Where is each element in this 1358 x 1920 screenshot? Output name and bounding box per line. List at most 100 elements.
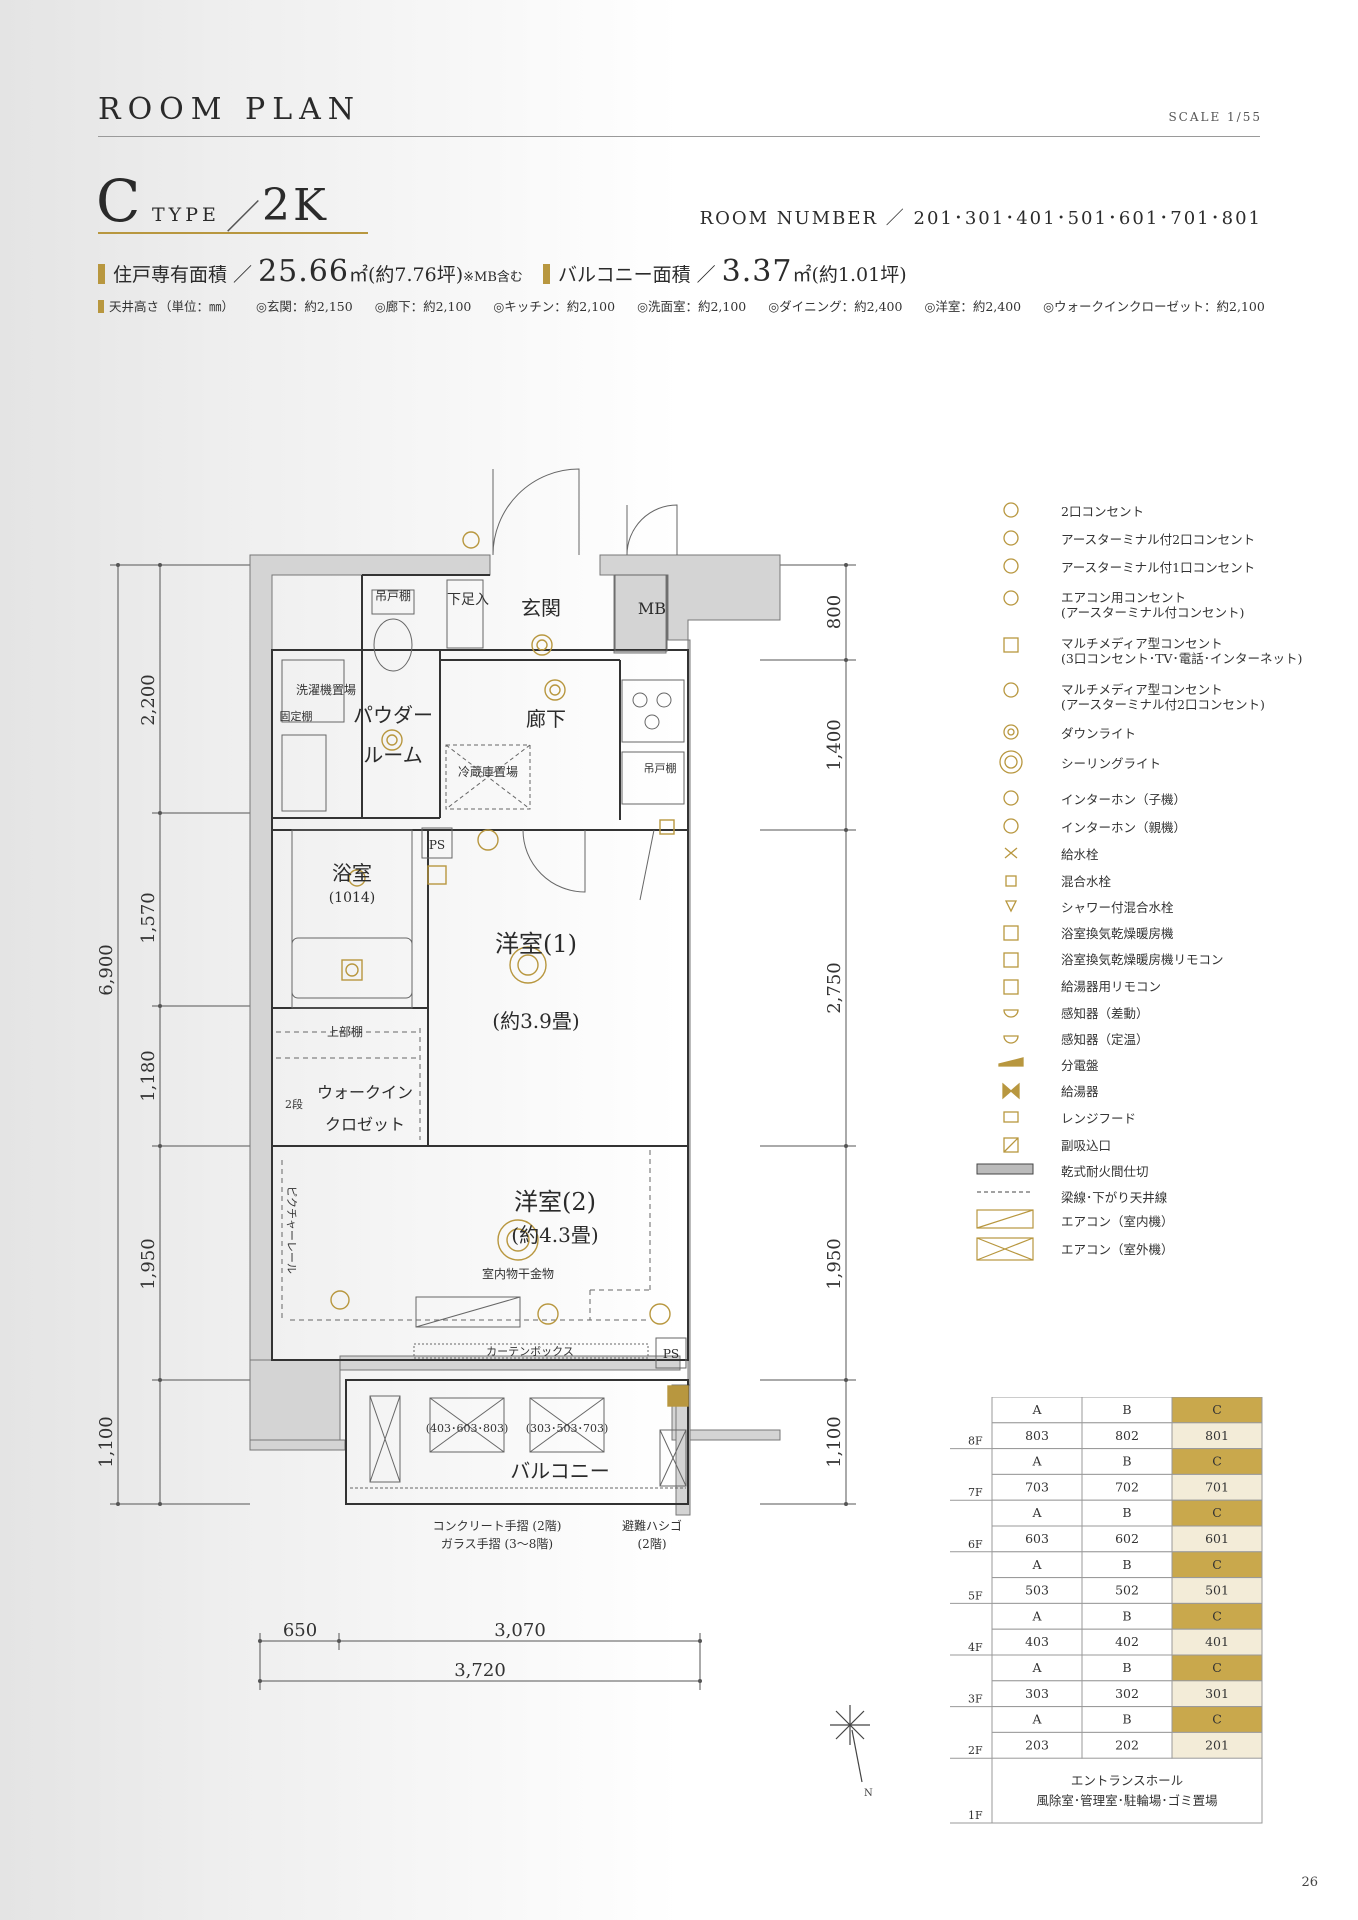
floor-cell bbox=[1081, 1448, 1173, 1475]
water-heater-remote-icon bbox=[1003, 979, 1019, 995]
water-heater-icon bbox=[1002, 1082, 1020, 1100]
legend-item: シーリングライト bbox=[1061, 756, 1162, 771]
floor-cell bbox=[1081, 1731, 1173, 1759]
type-slash: ／ bbox=[226, 198, 260, 238]
floor-cell bbox=[1171, 1525, 1263, 1553]
floor-unit: 603 bbox=[1025, 1531, 1049, 1546]
floor-unit: 201 bbox=[1205, 1737, 1229, 1752]
dim-right-4: 1,950 bbox=[824, 1238, 845, 1290]
floor-cell bbox=[1081, 1577, 1173, 1604]
dim-bottom-total: 3,720 bbox=[454, 1660, 506, 1681]
legend-item: アースターミナル付2口コンセント bbox=[1061, 532, 1256, 547]
floor-cell bbox=[1171, 1602, 1263, 1630]
room-label-yoshitsu-2: 洋室(2) bbox=[514, 1188, 596, 1216]
panel-icon bbox=[998, 1057, 1024, 1067]
dwelling-area-note: ※MB含む bbox=[463, 270, 523, 285]
ceiling-item: ◎洗面室：約2,100 bbox=[637, 299, 747, 314]
label-hashigo-1: 避難ハシゴ bbox=[622, 1518, 682, 1533]
floor-cell bbox=[1081, 1525, 1173, 1553]
multimedia-3-icon bbox=[1003, 637, 1019, 653]
shower-tap-icon bbox=[1004, 900, 1018, 913]
legend-item: 給湯器 bbox=[1061, 1084, 1099, 1099]
room-number-list: ROOM NUMBER ／ 201･301･401･501･601･701･80… bbox=[699, 208, 1262, 229]
legend-item: レンジフード bbox=[1061, 1111, 1137, 1126]
room-label-mb: MB bbox=[638, 599, 666, 618]
range-hood-icon bbox=[1003, 1111, 1019, 1123]
floor-col-header: B bbox=[1122, 1608, 1131, 1623]
legend-icons bbox=[976, 502, 1034, 1261]
header-divider bbox=[98, 136, 1260, 137]
legend-item: インターホン（子機） bbox=[1061, 792, 1187, 807]
fire-partition-icon bbox=[976, 1163, 1034, 1175]
area-row: 住戸専有面積 ／ 25.66㎡(約7.76坪)※MB含む バルコニー面積 ／ 3… bbox=[98, 254, 907, 289]
legend-item: 乾式耐火間仕切 bbox=[1061, 1164, 1149, 1179]
floor-label: 3F bbox=[968, 1693, 983, 1706]
legend-item: 浴室換気乾燥暖房機 bbox=[1061, 926, 1174, 941]
label-nidan: 2段 bbox=[285, 1097, 303, 1111]
type-layout: 2K bbox=[262, 180, 329, 231]
floor-unit: 501 bbox=[1205, 1583, 1229, 1598]
floor-col-header: C bbox=[1212, 1505, 1222, 1520]
floor-col-header: C bbox=[1212, 1660, 1222, 1675]
label-jobudana: 上部棚 bbox=[327, 1024, 363, 1039]
floor-unit: 202 bbox=[1115, 1737, 1139, 1752]
gold-marker-icon bbox=[542, 264, 550, 284]
ceiling-item: ◎ウォークインクローゼット：約2,100 bbox=[1043, 299, 1265, 314]
dim-left-3: 1,180 bbox=[138, 1050, 159, 1102]
label-hoshi: 室内物干金物 bbox=[482, 1266, 554, 1281]
floor-col-header: B bbox=[1122, 1557, 1131, 1572]
legend-item: 混合水栓 bbox=[1061, 874, 1112, 889]
room-label-walkin-2: クロゼット bbox=[325, 1115, 405, 1134]
floor-unit: 503 bbox=[1025, 1583, 1049, 1598]
floor-col-header: B bbox=[1122, 1660, 1131, 1675]
label-hashigo-2: (2階) bbox=[638, 1536, 667, 1551]
scale-label: SCALE 1/55 bbox=[1168, 110, 1262, 124]
vent-icon bbox=[1003, 1137, 1019, 1153]
floor-col-header: C bbox=[1212, 1608, 1222, 1623]
floor-unit: 402 bbox=[1115, 1634, 1139, 1649]
floor-cell bbox=[1171, 1551, 1263, 1579]
floor-col-header: A bbox=[1031, 1608, 1042, 1623]
room-label-walkin-1: ウォークイン bbox=[317, 1083, 413, 1102]
ceiling-label: 天井高さ（単位：㎜） bbox=[109, 299, 235, 314]
floor-col-header: C bbox=[1212, 1557, 1222, 1572]
label-reizoko: 冷蔵庫置場 bbox=[458, 765, 518, 779]
floor-col-header: A bbox=[1031, 1505, 1042, 1520]
floor-cell bbox=[1081, 1422, 1173, 1450]
floor-cell bbox=[1171, 1473, 1263, 1501]
floor-label: 5F bbox=[968, 1589, 983, 1602]
floor-cell bbox=[1171, 1628, 1263, 1656]
floor-cell bbox=[1171, 1654, 1263, 1682]
floor-unit: 403 bbox=[1025, 1634, 1049, 1649]
legend-item: マルチメディア型コンセント(3口コンセント･TV･電話･インターネット) bbox=[1061, 636, 1303, 666]
floor-cell bbox=[991, 1422, 1083, 1450]
floor-1f-line2: 風除室･管理室･駐輪場･ゴミ置場 bbox=[1036, 1793, 1217, 1808]
ac-indoor-icon bbox=[976, 1209, 1034, 1229]
floor-cell bbox=[991, 1577, 1083, 1604]
legend-item: 副吸込口 bbox=[1061, 1138, 1112, 1153]
downlight-icon bbox=[1003, 724, 1019, 740]
floor-unit: 502 bbox=[1115, 1583, 1139, 1598]
floor-cell bbox=[991, 1397, 1083, 1424]
legend-item: シャワー付混合水栓 bbox=[1061, 900, 1174, 915]
outlet-earth-1-icon bbox=[1003, 558, 1019, 574]
water-tap-icon bbox=[1004, 847, 1018, 859]
balcony-area-label: バルコニー面積 ／ bbox=[557, 264, 716, 286]
floor-cell bbox=[1081, 1473, 1173, 1501]
floor-col-header: B bbox=[1122, 1454, 1131, 1469]
legend-item: 感知器（差動） bbox=[1061, 1006, 1149, 1021]
floor-col-header: A bbox=[1031, 1660, 1042, 1675]
ac-outdoor-icon bbox=[976, 1237, 1034, 1261]
room-label-powder-1: パウダー bbox=[353, 703, 433, 727]
label-tsurito-2: 吊戸棚 bbox=[644, 761, 677, 775]
floor-unit: 303 bbox=[1025, 1686, 1049, 1701]
label-tesuri-2: ガラス手摺 (3～8階) bbox=[441, 1536, 553, 1551]
floor-cell bbox=[1171, 1706, 1263, 1733]
room-label-rouka: 廊下 bbox=[526, 707, 566, 731]
legend-item: インターホン（親機） bbox=[1061, 820, 1187, 835]
ceiling-item: ◎ダイニング：約2,400 bbox=[768, 299, 903, 314]
dim-bottom-2: 3,070 bbox=[494, 1620, 546, 1641]
floor-col-header: C bbox=[1212, 1402, 1222, 1417]
floor-unit: 602 bbox=[1115, 1531, 1139, 1546]
floor-unit: 401 bbox=[1205, 1634, 1229, 1649]
